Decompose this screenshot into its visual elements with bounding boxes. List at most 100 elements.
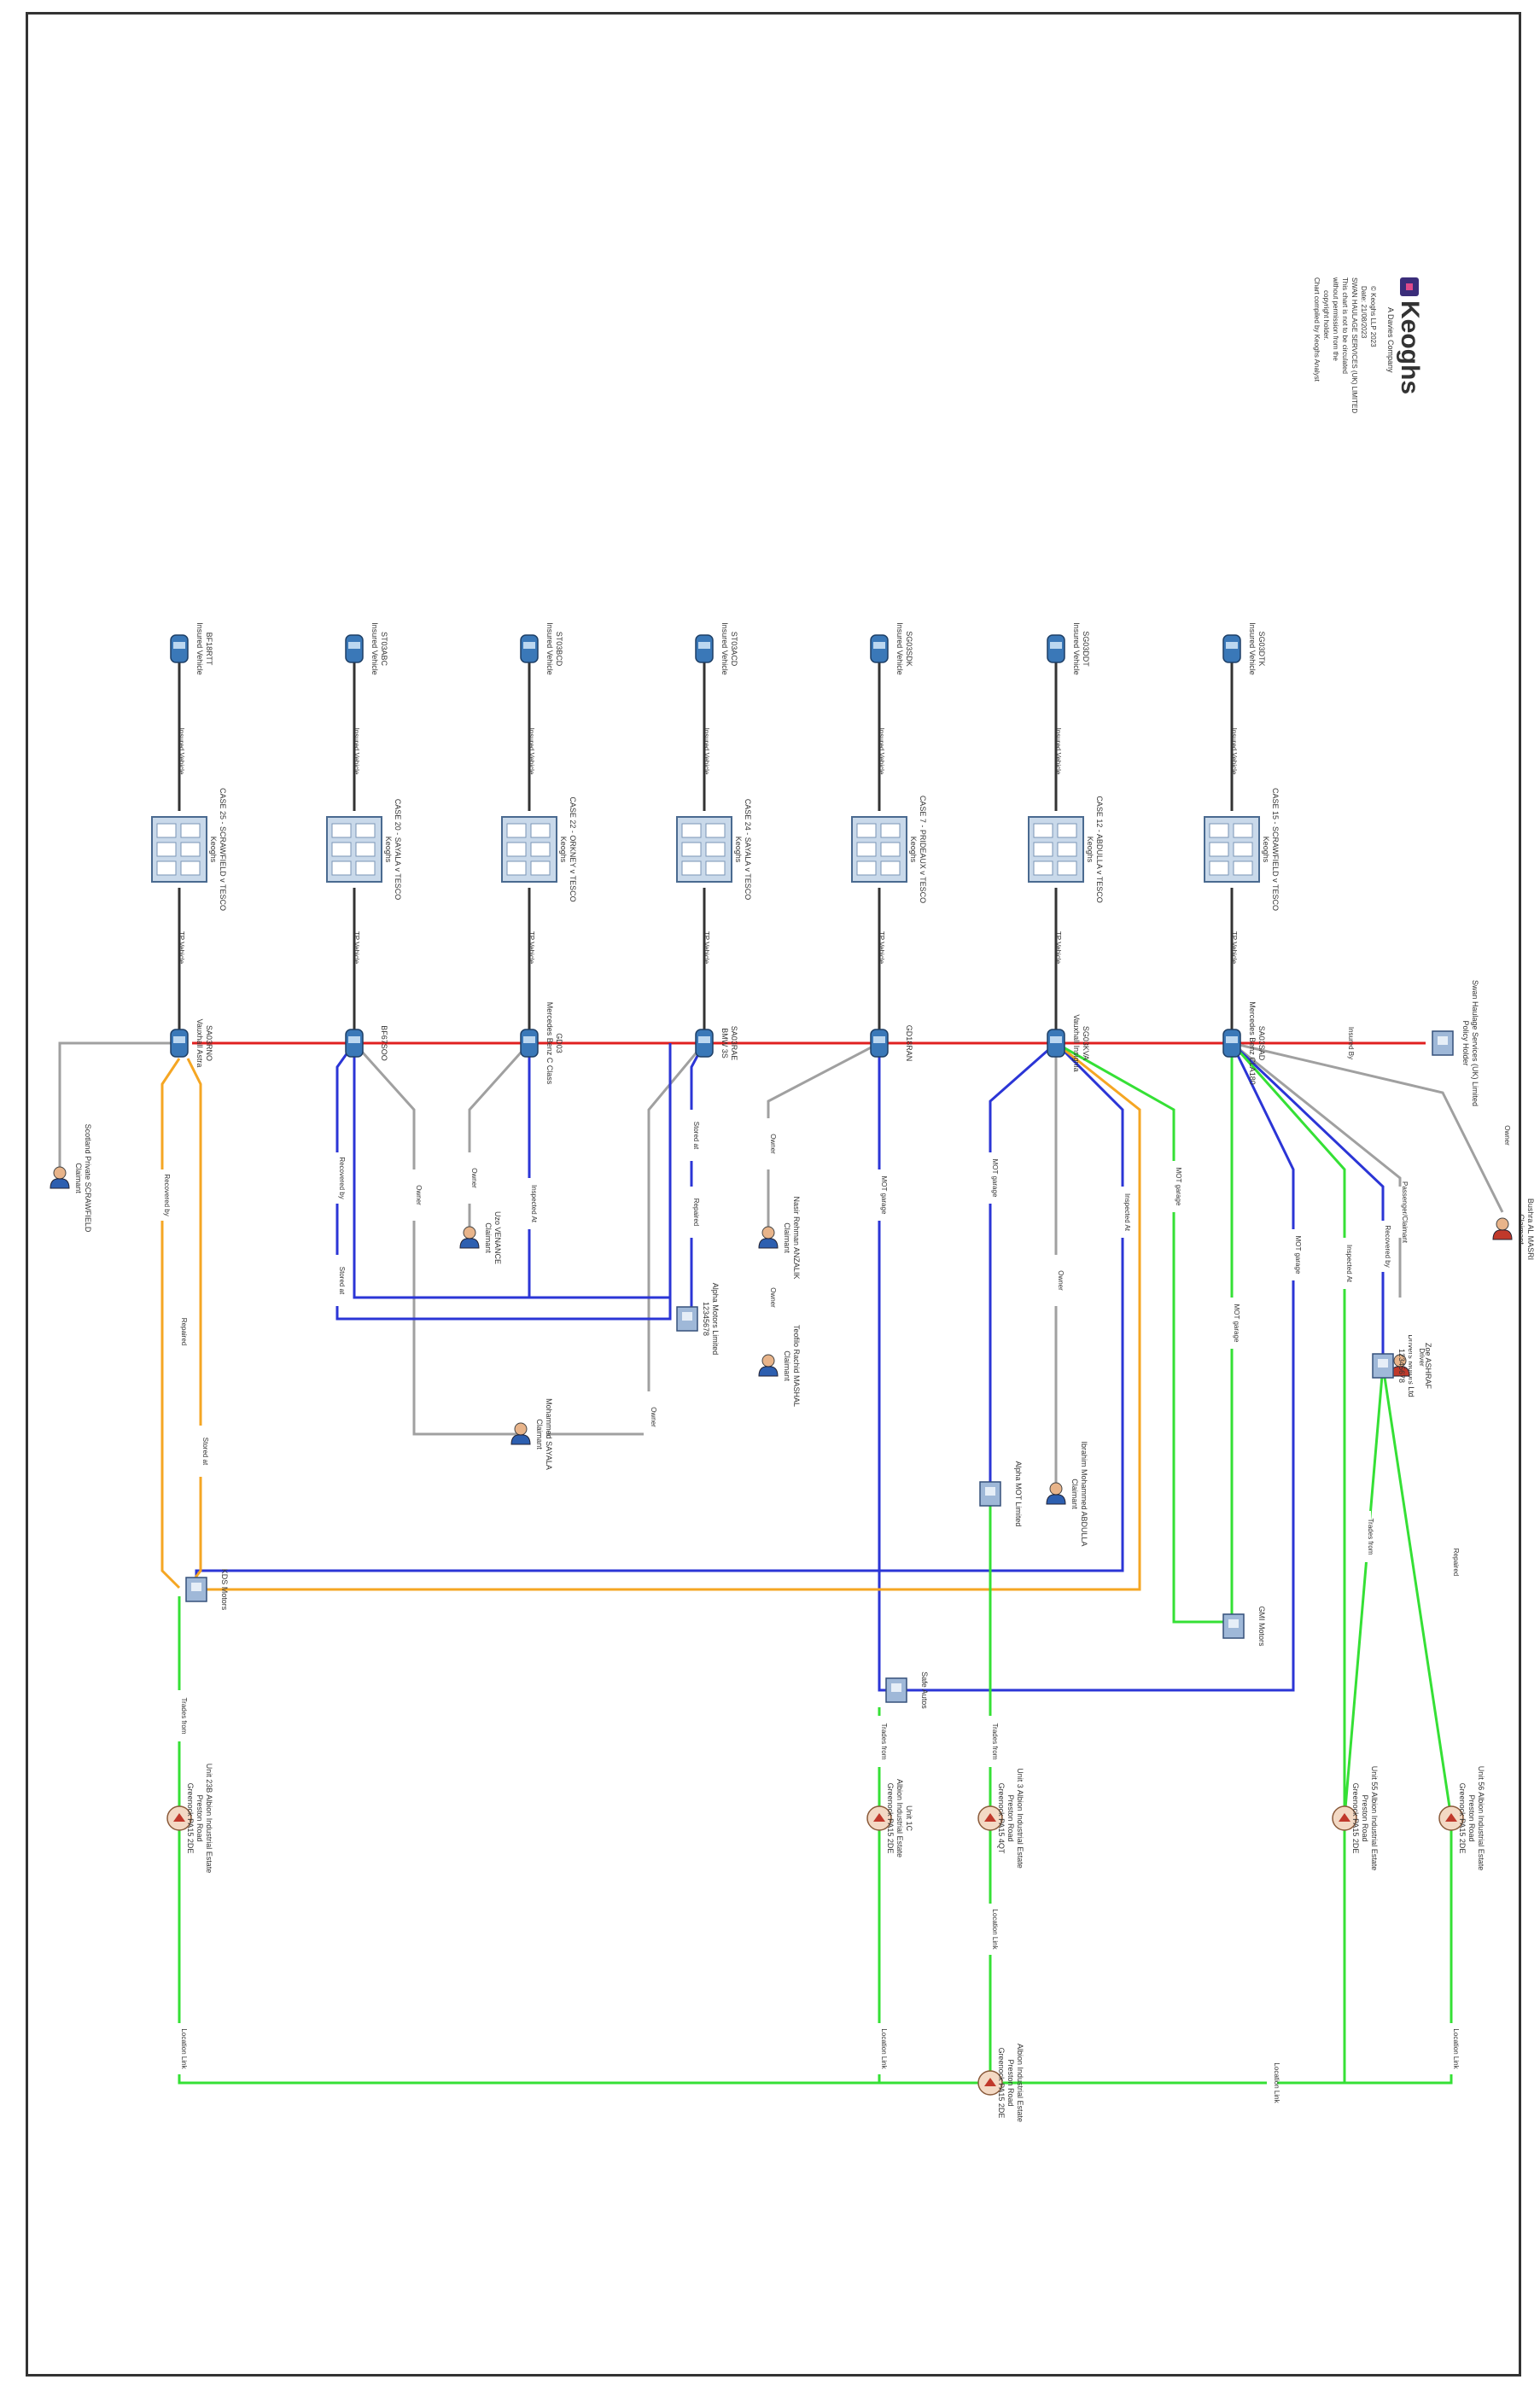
insured-vehicle-icon[interactable] (1222, 634, 1241, 663)
person-icon[interactable] (510, 1422, 531, 1445)
link-owner (767, 1041, 880, 1238)
link-label-bg (1267, 2057, 1277, 2108)
link-label-line: Recovered by (1384, 1225, 1391, 1267)
link-label-line: Inspected At (1345, 1245, 1353, 1283)
policy-holder-icon[interactable] (1432, 1030, 1454, 1056)
claimant-vehicle-icon[interactable] (1222, 1029, 1241, 1058)
link-label-bg (874, 1716, 884, 1767)
company-icon[interactable] (979, 1481, 1001, 1507)
address-icon[interactable] (866, 1805, 892, 1831)
person-icon[interactable] (1046, 1482, 1066, 1505)
person-icon[interactable] (758, 1226, 779, 1249)
person-head (53, 1166, 67, 1180)
insured-vehicle-icon[interactable] (345, 634, 364, 663)
case-cell (705, 842, 726, 857)
person-icon[interactable] (1492, 1217, 1513, 1240)
claimant-vehicle-icon[interactable] (695, 1029, 714, 1058)
claimant-vehicle-icon[interactable] (170, 1029, 189, 1058)
claimant-vehicle-label-line: GD03 (555, 1033, 563, 1053)
link-label-bg (874, 1169, 884, 1221)
claimant-vehicle-icon[interactable] (870, 1029, 889, 1058)
insured-vehicle-label-line: ST03ACD (730, 632, 738, 667)
company-icon[interactable] (1372, 1353, 1394, 1379)
address-roof (1339, 1813, 1350, 1822)
link-label-insured: Insured Vehicle (703, 728, 710, 775)
insured-vehicle-icon[interactable] (870, 634, 889, 663)
person-icon[interactable] (1390, 1354, 1410, 1377)
insured-vehicle-icon[interactable] (1047, 634, 1065, 663)
company-icon[interactable] (676, 1306, 698, 1332)
person-label-line: Claimant (1517, 1214, 1525, 1245)
claimant-vehicle-label-line: GD18RAN (905, 1025, 913, 1062)
case-icon[interactable] (676, 816, 732, 883)
insured-vehicle-icon[interactable] (520, 634, 539, 663)
case-cell (1057, 860, 1077, 876)
case-cell (355, 860, 376, 876)
person-body (510, 1434, 531, 1445)
link-label-bg (985, 1716, 995, 1767)
address-icon[interactable] (977, 2070, 1003, 2096)
link-label: Recovered by (1384, 1225, 1391, 1267)
company-icon[interactable] (1222, 1613, 1245, 1639)
link-label-line: Repaired (1452, 1548, 1460, 1576)
insured-vehicle-label-line: ST03BCD (555, 632, 563, 667)
address-icon[interactable] (1438, 1805, 1464, 1831)
person-icon[interactable] (459, 1226, 480, 1249)
link-label-bg (763, 1118, 773, 1169)
case-cell (156, 823, 177, 838)
address-label-line: Greenock PA15 2DE (1458, 1783, 1467, 1854)
link-blue (690, 1042, 706, 1315)
building-window (1438, 1036, 1448, 1045)
claimant-vehicle-label-line: Vauxhall Astra (195, 1019, 204, 1068)
address-icon[interactable] (977, 1805, 1003, 1831)
company-icon[interactable] (185, 1577, 207, 1602)
link-label-line: Owner (470, 1168, 478, 1188)
case-icon[interactable] (151, 816, 207, 883)
link-label-line: Owner (769, 1134, 777, 1154)
link-label-bg (1412, 1332, 1422, 1383)
person-label-line: Claimant (74, 1163, 83, 1193)
policy-holder-label-line: Policy Holder (1461, 1020, 1470, 1065)
case-icon[interactable] (326, 816, 382, 883)
link-label-tp-line: TP Vehicle (1054, 931, 1062, 965)
insured-vehicle-label-line: Insured Vehicle (545, 622, 554, 675)
person-icon[interactable] (758, 1354, 779, 1377)
case-label-line: Keoghs (384, 837, 393, 863)
link-label-tp-line: TP Vehicle (528, 931, 535, 965)
address-icon[interactable] (166, 1805, 192, 1831)
claimant-vehicle-icon[interactable] (1047, 1029, 1065, 1058)
address-icon[interactable] (1332, 1805, 1357, 1831)
link-label: Trades from (991, 1723, 999, 1760)
link-label: Repaired (180, 1318, 188, 1345)
address-label-line: Greenock PA15 4QT (997, 1783, 1006, 1854)
case-icon[interactable] (501, 816, 557, 883)
claimant-vehicle-icon[interactable] (345, 1029, 364, 1058)
car-window (348, 642, 360, 649)
insured-vehicle-icon[interactable] (170, 634, 189, 663)
claimant-vehicle-label-line: SG03KVA (1082, 1026, 1090, 1060)
link-label: Location Link (1273, 2062, 1280, 2103)
address-roof (984, 2078, 996, 2086)
link-label-insured-line: Insured Vehicle (1054, 728, 1062, 775)
case-icon[interactable] (1028, 816, 1084, 883)
case-icon[interactable] (851, 816, 907, 883)
link-label: Owner (470, 1168, 478, 1188)
link-label-bg (1117, 1187, 1128, 1238)
insured-vehicle-icon[interactable] (695, 634, 714, 663)
company-label-line: Drivers Motors Ltd (1407, 1334, 1415, 1397)
company-icon[interactable] (885, 1677, 907, 1703)
link-label-bg (686, 1187, 697, 1238)
policy-holder-label-line: Swan Haulage Services (UK) Limited (1471, 980, 1479, 1106)
claimant-vehicle-icon[interactable] (520, 1029, 539, 1058)
case-icon[interactable] (1204, 816, 1260, 883)
person-icon[interactable] (50, 1166, 70, 1189)
person-label-line: Claimant (484, 1222, 493, 1253)
